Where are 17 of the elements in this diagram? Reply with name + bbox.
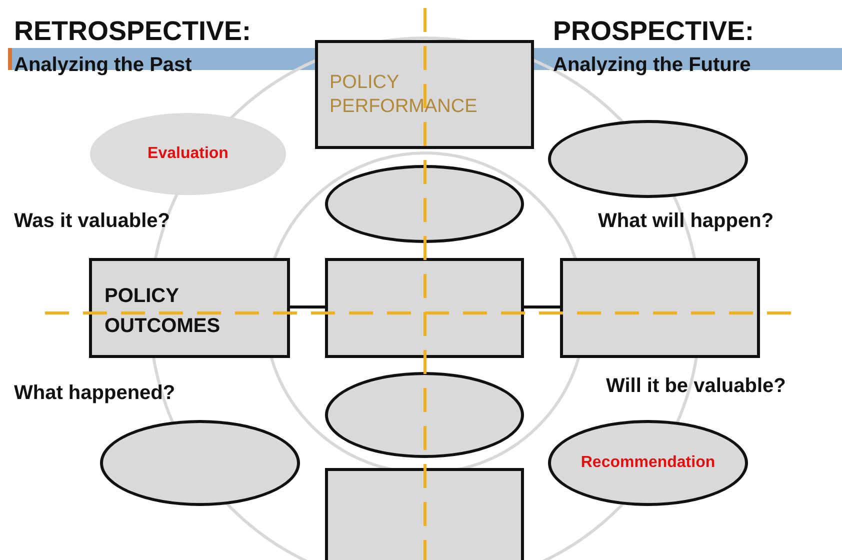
section-heading: RETROSPECTIVE: bbox=[14, 16, 252, 47]
node-label: POLICY OUTCOMES bbox=[104, 284, 222, 339]
guiding-question: What happened? bbox=[14, 382, 176, 405]
empty-box bbox=[560, 258, 760, 358]
node-label: Recommendation bbox=[580, 454, 716, 472]
node-label: POLICY PERFORMANCE bbox=[330, 70, 478, 118]
guiding-question: Will it be valuable? bbox=[606, 375, 786, 398]
empty-box bbox=[325, 258, 524, 358]
connector-line bbox=[290, 306, 325, 308]
empty-box bbox=[325, 468, 524, 560]
process-box bbox=[315, 40, 534, 149]
section-heading: PROSPECTIVE: bbox=[553, 16, 754, 47]
process-box bbox=[89, 258, 290, 358]
guiding-question: Was it valuable? bbox=[14, 210, 170, 233]
connector-line bbox=[524, 306, 560, 308]
guiding-question: What will happen? bbox=[598, 210, 774, 233]
node-label: Evaluation bbox=[148, 145, 228, 163]
